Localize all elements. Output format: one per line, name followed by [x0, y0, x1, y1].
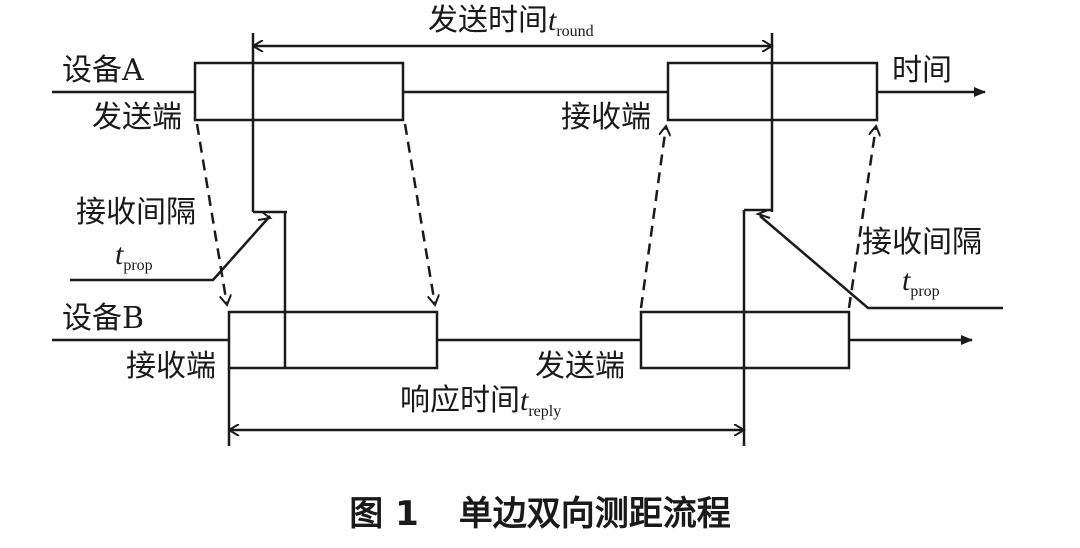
recv-interval-right-indicator	[744, 208, 1003, 310]
round-time-dimension	[251, 33, 772, 212]
device-a-timeline	[52, 61, 986, 122]
recv-interval-right-label: 接收间隔	[862, 225, 982, 260]
device-b-recv-box	[227, 310, 439, 370]
recv-interval-left-label: 接收间隔	[76, 195, 196, 230]
recv-interval-right-tprop: tprop	[902, 264, 940, 300]
device-b-send-end-label: 发送端	[535, 349, 625, 384]
signal-b-to-a-start	[639, 126, 666, 309]
device-b-recv-end-label: 接收端	[126, 349, 216, 384]
reply-time-dimension	[227, 210, 744, 446]
device-b-label: 设备B	[62, 301, 144, 336]
reply-time-label: 响应时间treply	[400, 383, 561, 420]
time-axis-label: 时间	[892, 53, 952, 88]
recv-interval-left-tprop: tprop	[115, 238, 153, 274]
device-a-recv-end-label: 接收端	[561, 100, 651, 135]
signal-b-to-a-end	[847, 126, 876, 309]
round-time-label: 发送时间tround	[428, 3, 594, 40]
recv-interval-left-indicator	[70, 210, 287, 312]
device-a-send-box	[193, 61, 405, 122]
propagation-arrows	[195, 123, 876, 309]
device-a-send-end-label: 发送端	[92, 100, 182, 135]
device-a-label: 设备A	[62, 53, 144, 88]
signal-a-to-b-end	[403, 123, 435, 305]
signal-a-to-b-start	[195, 123, 227, 305]
